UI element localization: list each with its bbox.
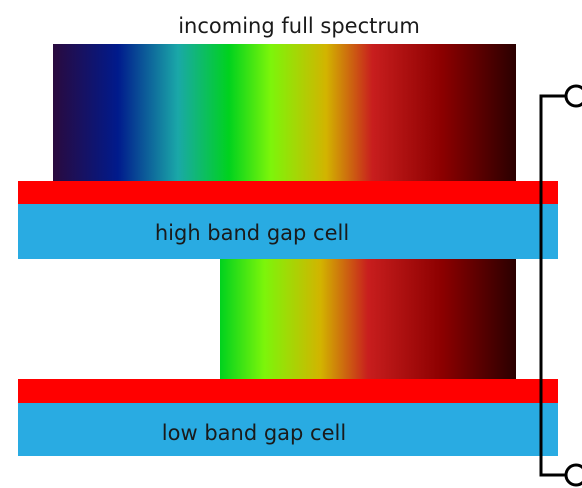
full-spectrum-beam [53, 44, 516, 182]
incoming-spectrum-label: incoming full spectrum [178, 14, 420, 38]
low-band-gap-cell: low band gap cell [18, 379, 558, 456]
transmitted-spectrum-beam [220, 259, 516, 379]
external-circuit [539, 84, 582, 487]
high-band-gap-cell: high band gap cell [18, 181, 558, 259]
high-cell-label: high band gap cell [155, 221, 349, 245]
low-cell-contact-layer [18, 379, 558, 403]
bottom-terminal-icon [564, 463, 582, 487]
circuit-wire [539, 94, 567, 477]
top-terminal-icon [564, 84, 582, 108]
low-cell-label: low band gap cell [162, 421, 346, 445]
high-cell-contact-layer [18, 181, 558, 204]
low-cell-body [18, 403, 558, 456]
high-cell-body [18, 204, 558, 259]
